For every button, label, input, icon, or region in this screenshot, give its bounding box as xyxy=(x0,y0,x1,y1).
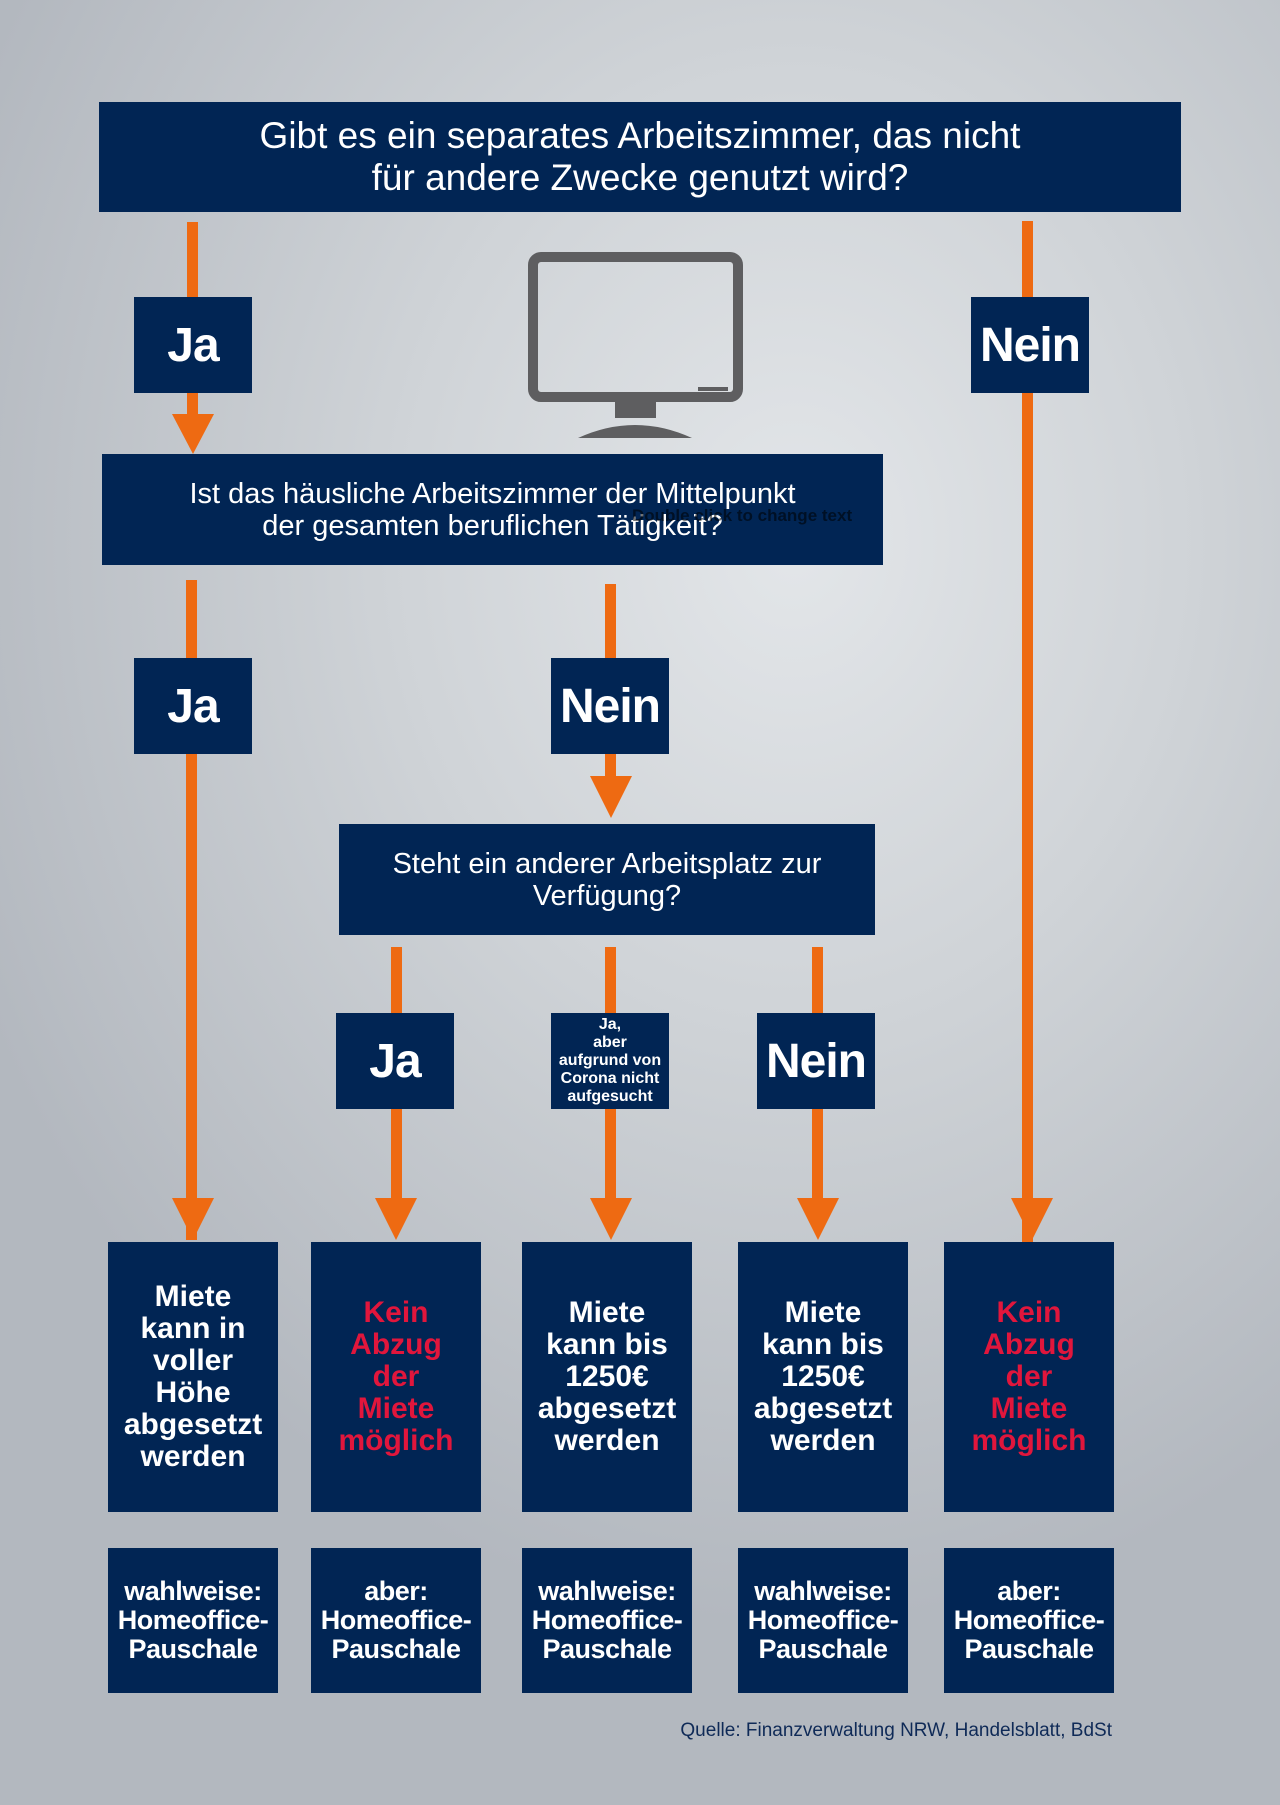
arrow-head xyxy=(590,776,632,818)
stray-placeholder-text: Double click to change text xyxy=(632,506,853,525)
arrow-head xyxy=(375,1198,417,1240)
label-q3-no: Nein xyxy=(757,1013,875,1109)
question-other-workplace: Steht ein anderer Arbeitsplatz zur Verfü… xyxy=(339,824,875,935)
note-homeoffice-flat-rate: aber: Homeoffice- Pauschale xyxy=(311,1548,481,1693)
label-q1-no: Nein xyxy=(971,297,1089,393)
arrow-head xyxy=(1011,1198,1053,1240)
question-separate-room: Gibt es ein separates Arbeitszimmer, das… xyxy=(99,102,1181,212)
arrow-line xyxy=(1022,221,1033,1244)
monitor-icon xyxy=(528,252,743,438)
result-up-to-1250: Miete kann bis 1250€ abgesetzt werden xyxy=(522,1242,692,1512)
label-q2-yes: Ja xyxy=(134,658,252,754)
arrow-head xyxy=(172,1198,214,1240)
result-no-deduction: Kein Abzug der Miete möglich xyxy=(944,1242,1114,1512)
result-no-deduction: Kein Abzug der Miete möglich xyxy=(311,1242,481,1512)
note-homeoffice-flat-rate: aber: Homeoffice- Pauschale xyxy=(944,1548,1114,1693)
arrow-head xyxy=(590,1198,632,1240)
question-center-of-activity: Ist das häusliche Arbeitszimmer der Mitt… xyxy=(102,454,883,565)
label-q2-no: Nein xyxy=(551,658,669,754)
result-full-deduction: Miete kann in voller Höhe abgesetzt werd… xyxy=(108,1242,278,1512)
note-homeoffice-flat-rate: wahlweise: Homeoffice- Pauschale xyxy=(108,1548,278,1693)
source-credit: Quelle: Finanzverwaltung NRW, Handelsbla… xyxy=(680,1720,1112,1741)
arrow-line xyxy=(186,580,197,1240)
label-q3-corona: Ja, aber aufgrund von Corona nicht aufge… xyxy=(551,1013,669,1109)
result-up-to-1250: Miete kann bis 1250€ abgesetzt werden xyxy=(738,1242,908,1512)
arrow-head xyxy=(797,1198,839,1240)
note-homeoffice-flat-rate: wahlweise: Homeoffice- Pauschale xyxy=(738,1548,908,1693)
note-homeoffice-flat-rate: wahlweise: Homeoffice- Pauschale xyxy=(522,1548,692,1693)
label-q3-yes: Ja xyxy=(336,1013,454,1109)
label-q1-yes: Ja xyxy=(134,297,252,393)
arrow-head xyxy=(172,414,214,454)
